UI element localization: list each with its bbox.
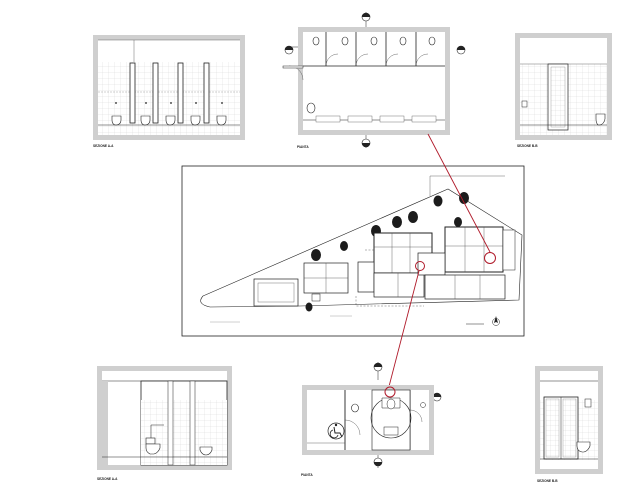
toilet-icon bbox=[145, 437, 213, 456]
wheelchair-icon bbox=[327, 422, 345, 440]
toilet-icon bbox=[576, 441, 591, 453]
section-aa-bottom: SEZIONE A-A bbox=[97, 366, 232, 481]
section-aa-top: SEZIONE A-A bbox=[93, 35, 245, 148]
section-aa-label: SEZIONE A-A bbox=[93, 144, 114, 148]
callout-lines bbox=[385, 133, 491, 399]
section-bb-label: SEZIONE B-B bbox=[517, 144, 538, 148]
plan-label: PIANTA bbox=[297, 145, 309, 149]
section-bb-bottom: SEZIONE B-B bbox=[535, 366, 603, 483]
site-plan bbox=[181, 165, 525, 337]
section-marker-icon bbox=[284, 12, 466, 148]
plan-top: PIANTA bbox=[282, 12, 466, 149]
section-bb-bottom-label: SEZIONE B-B bbox=[537, 479, 558, 483]
north-arrow-icon bbox=[492, 316, 500, 326]
section-bb-top: SEZIONE B-B bbox=[515, 33, 612, 148]
section-aa-bottom-label: SEZIONE A-A bbox=[97, 477, 118, 481]
plan-bottom-label: PIANTA bbox=[301, 473, 313, 477]
plan-bottom: PIANTA bbox=[301, 362, 442, 477]
